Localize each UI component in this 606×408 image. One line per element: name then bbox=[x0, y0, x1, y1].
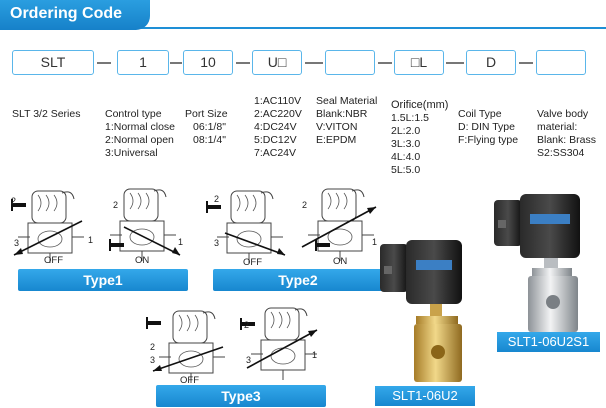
valve-diagram-type1-on bbox=[109, 188, 181, 262]
product-brass-valve-image bbox=[380, 240, 462, 382]
port-label-1: 1 bbox=[372, 237, 378, 247]
spec-port-item: 06:1/8" bbox=[193, 121, 226, 133]
page-title: Ordering Code bbox=[10, 5, 123, 22]
spec-coil-head: Coil Type bbox=[458, 108, 502, 120]
type1-label: Type1 bbox=[18, 269, 188, 291]
spec-port-head: Port Size bbox=[185, 108, 228, 120]
header-underline bbox=[120, 27, 606, 29]
port-label-2: 2 bbox=[113, 200, 119, 210]
port-label-2: 2 bbox=[214, 194, 220, 204]
spec-voltage-item: 2:AC220V bbox=[254, 108, 302, 120]
spec-orifice-head: Orifice(mm) bbox=[391, 99, 449, 111]
spec-coil: Coil Type D: DIN Type F:Flying type bbox=[458, 108, 518, 147]
valve-diagram-type2-off bbox=[206, 190, 286, 264]
spec-voltage: 1:AC110V 2:AC220V 4:DC24V 5:DC12V 7:AC24… bbox=[254, 95, 302, 160]
state-off-label: OFF bbox=[44, 255, 63, 266]
spec-coil-item: F:Flying type bbox=[458, 134, 519, 146]
spec-control: Control type 1:Normal close 2:Normal ope… bbox=[105, 108, 175, 160]
port-label-3: 3 bbox=[214, 238, 220, 248]
state-off-label: OFF bbox=[243, 257, 262, 268]
spec-control-head: Control type bbox=[105, 108, 162, 120]
code-box-coil: D bbox=[466, 50, 516, 75]
header-tab bbox=[0, 0, 150, 30]
spec-body-head2: material: bbox=[537, 121, 578, 133]
port-label-1: 1 bbox=[312, 350, 318, 360]
code-box-series: SLT bbox=[12, 50, 94, 75]
spec-seal-item: E:EPDM bbox=[316, 134, 357, 146]
spec-voltage-item: 1:AC110V bbox=[254, 95, 302, 107]
spec-body: Valve body material: Blank: Brass S2:SS3… bbox=[537, 108, 596, 160]
spec-body-item: S2:SS304 bbox=[537, 147, 585, 159]
spec-orifice-item: 4L:4.0 bbox=[391, 151, 421, 163]
spec-voltage-item: 5:DC12V bbox=[254, 134, 297, 146]
type2-label: Type2 bbox=[213, 269, 383, 291]
code-dash bbox=[446, 62, 464, 64]
port-label-1: 1 bbox=[88, 235, 94, 245]
spec-orifice-item: 3L:3.0 bbox=[391, 138, 421, 150]
valve-diagram-type2-on bbox=[301, 188, 377, 262]
product-steel-label: SLT1-06U2S1 bbox=[497, 332, 600, 352]
spec-orifice-item: 1.5L:1.5 bbox=[391, 112, 429, 124]
spec-voltage-item: 4:DC24V bbox=[254, 121, 297, 133]
spec-voltage-item: 7:AC24V bbox=[254, 147, 297, 159]
spec-coil-item: D: DIN Type bbox=[458, 121, 515, 133]
spec-seal-item: Blank:NBR bbox=[316, 108, 368, 120]
port-label-2: 2 bbox=[244, 320, 250, 330]
port-label-3: 3 bbox=[246, 355, 252, 365]
spec-body-item: Blank: Brass bbox=[537, 134, 596, 146]
code-box-body bbox=[536, 50, 586, 75]
spec-seal-item: V:VITON bbox=[316, 121, 358, 133]
code-box-seal bbox=[325, 50, 375, 75]
spec-control-item: 3:Universal bbox=[105, 147, 158, 159]
port-label-2: 2 bbox=[150, 342, 156, 352]
port-label-1: 1 bbox=[178, 237, 184, 247]
code-dash bbox=[519, 62, 533, 64]
code-box-port: 10 bbox=[183, 50, 233, 75]
code-dash bbox=[97, 62, 111, 64]
port-label-2: 2 bbox=[302, 200, 308, 210]
state-on-label: ON bbox=[333, 256, 348, 267]
code-box-voltage: U□ bbox=[252, 50, 302, 75]
code-box-orifice: □L bbox=[394, 50, 444, 75]
port-label-3: 3 bbox=[14, 238, 20, 248]
spec-port: Port Size 06:1/8" 08:1/4" bbox=[185, 108, 228, 147]
port-label-2: 2 bbox=[11, 196, 17, 206]
product-brass-label: SLT1-06U2 bbox=[375, 386, 475, 406]
spec-seal: Seal Material Blank:NBR V:VITON E:EPDM bbox=[316, 95, 377, 147]
type3-label: Type3 bbox=[156, 385, 326, 407]
spec-series-head: SLT 3/2 Series bbox=[12, 108, 81, 120]
code-dash bbox=[236, 62, 250, 64]
state-on-label: ON bbox=[135, 255, 150, 266]
header-bar: Ordering Code bbox=[0, 0, 606, 30]
state-off-label: OFF bbox=[180, 375, 199, 386]
product-steel-valve-image bbox=[494, 194, 580, 332]
spec-port-item: 08:1/4" bbox=[193, 134, 226, 146]
spec-orifice-item: 2L:2.0 bbox=[391, 125, 421, 137]
code-dash bbox=[170, 62, 182, 64]
spec-control-item: 2:Normal open bbox=[105, 134, 174, 146]
port-label-3: 3 bbox=[150, 355, 156, 365]
spec-orifice: Orifice(mm) 1.5L:1.5 2L:2.0 3L:3.0 4L:4.… bbox=[391, 99, 448, 177]
valve-diagram-type1-off bbox=[11, 190, 85, 264]
spec-body-head: Valve body bbox=[537, 108, 589, 120]
code-dash bbox=[378, 62, 392, 64]
spec-control-item: 1:Normal close bbox=[105, 121, 176, 133]
spec-seal-head: Seal Material bbox=[316, 95, 378, 107]
code-dash bbox=[305, 62, 323, 64]
code-box-control: 1 bbox=[117, 50, 169, 75]
valve-diagram-type3-on bbox=[240, 307, 318, 381]
spec-series: SLT 3/2 Series bbox=[12, 108, 80, 121]
valve-diagram-type3-off bbox=[146, 310, 226, 384]
spec-orifice-item: 5L:5.0 bbox=[391, 164, 421, 176]
